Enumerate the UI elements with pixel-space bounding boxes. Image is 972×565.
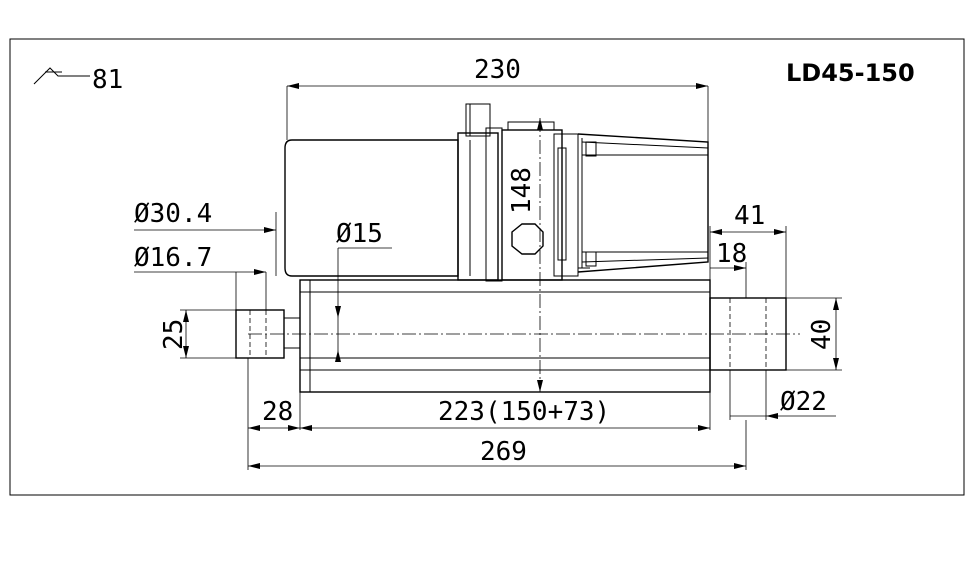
dim-18-label: 18 — [716, 239, 747, 269]
dim-230 — [286, 83, 709, 142]
dim-dia-30-4-label: Ø30.4 — [134, 199, 212, 229]
left-clevis — [235, 309, 300, 359]
dim-dia-16-7-label: Ø16.7 — [134, 243, 212, 273]
dim-269-label: 269 — [480, 437, 527, 467]
roughness-value: 81 — [92, 65, 123, 95]
dim-223-label: 223(150+73) — [438, 397, 610, 427]
roughness-symbol-icon — [33, 67, 90, 85]
dim-dia-22 — [729, 370, 836, 420]
dim-40 — [786, 297, 842, 371]
dim-25 — [180, 309, 236, 359]
dim-dia-15-label: Ø15 — [336, 219, 383, 249]
dim-25-label: 25 — [159, 319, 189, 350]
drawing-frame — [9, 38, 965, 496]
dim-41-label: 41 — [734, 201, 765, 231]
cylinder-barrel — [299, 279, 711, 393]
dim-18 — [710, 262, 747, 298]
motor-body — [284, 139, 459, 277]
dim-dia-30-4 — [134, 212, 277, 276]
top-port — [465, 103, 491, 137]
dim-230-label: 230 — [474, 55, 521, 85]
dim-148-label: 148 — [507, 167, 537, 214]
dim-dia-15 — [335, 247, 392, 362]
dim-41 — [709, 226, 787, 298]
model-label: LD45-150 — [786, 59, 915, 87]
hex-nut — [511, 223, 544, 255]
pump-housing — [577, 133, 709, 273]
dim-dia-22-label: Ø22 — [780, 387, 827, 417]
dim-28-label: 28 — [262, 397, 293, 427]
dim-28-223 — [247, 358, 711, 470]
dim-dia-16-7 — [134, 269, 267, 310]
dim-269 — [248, 420, 747, 470]
flange-block — [457, 121, 579, 282]
dim-40-label: 40 — [807, 319, 837, 350]
